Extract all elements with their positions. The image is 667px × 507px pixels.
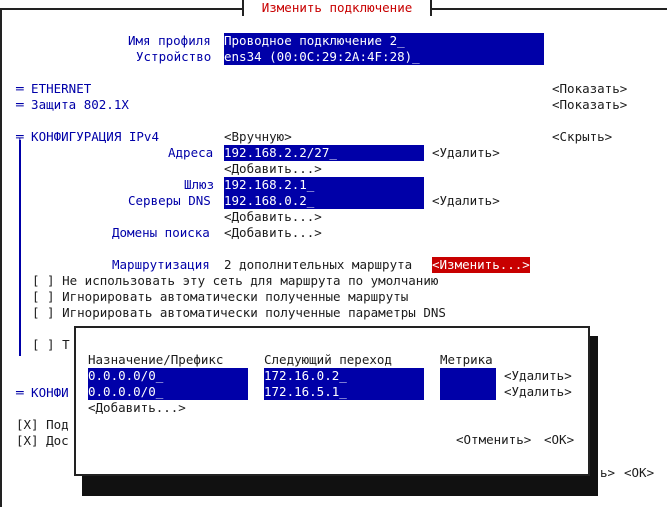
section-ipv6: ═ КОНФИ — [16, 385, 69, 400]
checkbox-ignore-dns[interactable]: [ ] Игнорировать автоматически полученны… — [32, 305, 446, 320]
col-next-hop-header: Следующий переход — [264, 352, 392, 367]
checkbox-all-users[interactable]: [X] Дос — [16, 433, 69, 448]
route-1-next-hop-input[interactable]: 172.16.0.2_ — [264, 368, 424, 384]
ipv4-mode-select[interactable]: <Вручную> — [224, 129, 292, 144]
profile-name-label: Имя профиля — [128, 33, 211, 48]
device-input[interactable]: ens34 (00:0C:29:2A:4F:28)_ — [224, 49, 544, 65]
section-ethernet: ═ ETHERNET — [16, 81, 92, 96]
checkbox-ipv4-required[interactable]: [ ] Т — [32, 337, 70, 352]
routing-value: 2 дополнительных маршрута — [224, 257, 413, 272]
profile-name-input[interactable]: Проводное подключение 2_ — [224, 33, 544, 49]
dns-add-button[interactable]: <Добавить...> — [224, 209, 322, 224]
dns-input[interactable]: 192.168.0.2_ — [224, 193, 424, 209]
ipv4-hide-button[interactable]: <Скрыть> — [552, 129, 613, 144]
checkbox-autoconnect[interactable]: [X] Под — [16, 417, 69, 432]
gateway-label: Шлюз — [184, 177, 215, 192]
route-1-remove-button[interactable]: <Удалить> — [504, 368, 572, 383]
checkbox-no-default-route[interactable]: [ ] Не использовать эту сеть для маршрут… — [32, 273, 439, 288]
ethernet-show-button[interactable]: <Показать> — [552, 81, 628, 96]
routes-dialog: Назначение/Префикс Следующий переход Мет… — [74, 326, 590, 476]
dns-remove-button[interactable]: <Удалить> — [432, 193, 500, 208]
route-2-remove-button[interactable]: <Удалить> — [504, 384, 572, 399]
routing-edit-button[interactable]: <Изменить...> — [432, 257, 530, 273]
address-remove-button[interactable]: <Удалить> — [432, 145, 500, 160]
dns-label: Серверы DNS — [128, 193, 211, 208]
col-metric-header: Метрика — [440, 352, 493, 367]
window-title: Изменить подключение — [242, 0, 432, 16]
dialog-ok-button[interactable]: <ОК> — [544, 432, 575, 447]
routing-label: Маршрутизация — [112, 257, 210, 272]
route-2-next-hop-input[interactable]: 172.16.5.1_ — [264, 384, 424, 400]
section-ipv4: ╤ КОНФИГУРАЦИЯ IPv4 — [16, 129, 159, 144]
route-2-metric-input[interactable] — [440, 384, 496, 400]
search-domains-label: Домены поиска — [112, 225, 210, 240]
section-security: ═ Защита 802.1X — [16, 97, 129, 112]
checkbox-ignore-routes[interactable]: [ ] Игнорировать автоматически полученны… — [32, 289, 409, 304]
window-frame-left — [0, 8, 2, 507]
route-1-destination-input[interactable]: 0.0.0.0/0_ — [88, 368, 248, 384]
address-add-button[interactable]: <Добавить...> — [224, 161, 322, 176]
col-destination-header: Назначение/Префикс — [88, 352, 224, 367]
main-cancel-button-partial[interactable]: ь> — [600, 465, 616, 480]
dialog-cancel-button[interactable]: <Отменить> — [456, 432, 532, 447]
ipv4-section-line — [19, 140, 21, 356]
addresses-label: Адреса — [168, 145, 214, 160]
address-input[interactable]: 192.168.2.2/27_ — [224, 145, 424, 161]
security-show-button[interactable]: <Показать> — [552, 97, 628, 112]
route-2-destination-input[interactable]: 0.0.0.0/0_ — [88, 384, 248, 400]
main-ok-button[interactable]: <ОК> — [624, 465, 655, 480]
route-1-metric-input[interactable] — [440, 368, 496, 384]
gateway-input[interactable]: 192.168.2.1_ — [224, 177, 424, 193]
route-add-button[interactable]: <Добавить...> — [88, 400, 186, 415]
device-label: Устройство — [136, 49, 212, 64]
search-domains-add-button[interactable]: <Добавить...> — [224, 225, 322, 240]
